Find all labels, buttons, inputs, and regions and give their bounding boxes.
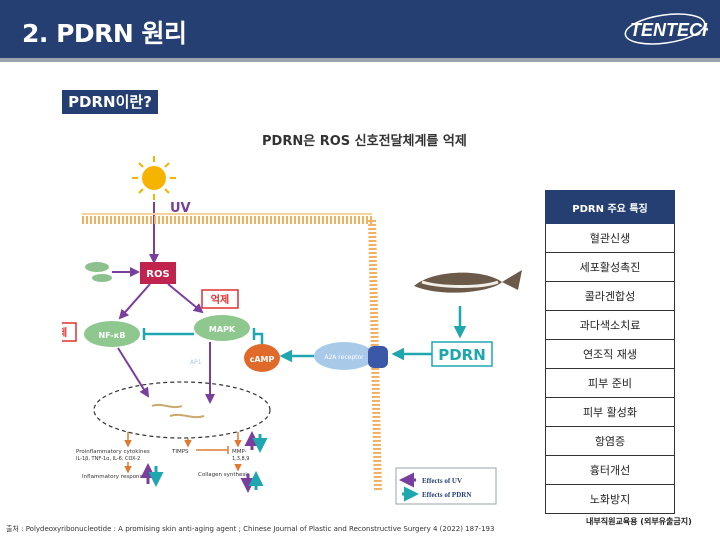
source-footnote: 출처 : Polydeoxyribonucleotide : A promisi… xyxy=(6,525,495,533)
pdrn-label: PDRN xyxy=(438,346,486,364)
logo-text: TENTECH xyxy=(630,20,708,40)
feature-table: PDRN 주요 특징 혈관신생 세포활성촉진 콜라겐합성 과다색소치료 연조직 … xyxy=(545,190,675,514)
mapk-label: MAPK xyxy=(209,325,236,334)
feature-item: 콜라겐합성 xyxy=(545,281,675,311)
feature-item: 흉터개선 xyxy=(545,455,675,485)
receptor-icon xyxy=(368,346,388,368)
inhibit-label-2: 억제 xyxy=(211,293,229,306)
pdrn-node xyxy=(431,341,493,367)
feature-item: 항염증 xyxy=(545,426,675,456)
nfkb-node xyxy=(84,321,140,347)
sun-icon xyxy=(132,156,176,200)
tentech-logo: TENTECH xyxy=(624,13,708,45)
legend-uv: Effects of UV xyxy=(422,477,462,485)
legend-pdrn: Effects of PDRN xyxy=(422,491,471,499)
inhibit-badge-mapk xyxy=(201,289,239,309)
header-strip xyxy=(0,58,720,62)
inhibit-label-1: 억제 xyxy=(62,326,67,339)
page-title: 2. PDRN 원리 xyxy=(22,19,187,48)
ros-node xyxy=(140,262,176,284)
feature-item: 피부 준비 xyxy=(545,368,675,398)
ap1-label: AP1 xyxy=(190,359,202,366)
timps-label: TIMPS xyxy=(171,449,189,455)
subtitle: PDRN은 ROS 신호전달체계를 억제 xyxy=(262,134,467,149)
feature-item: 과다색소치료 xyxy=(545,310,675,340)
mmp-label: MMP- xyxy=(232,449,247,455)
header-bar: 2. PDRN 원리 TENTECH xyxy=(0,0,720,58)
receptor-label: A2A receptor xyxy=(324,354,364,361)
collagen-label: Collagen synthesis xyxy=(198,472,250,478)
a2a-receptor-node xyxy=(314,342,374,370)
feature-item: 세포활성촉진 xyxy=(545,252,675,282)
feature-item: 혈관신생 xyxy=(545,223,675,253)
internal-use-notice: 내부직원교육용 (외부유출금지) xyxy=(586,517,692,526)
section-label: PDRN이란? xyxy=(62,90,158,114)
pdrn-mechanism-diagram: UV ROS NF-κB 억제 억제 MAPK cAMP A2A recepto… xyxy=(62,156,522,505)
proinflam-label: Proinflammatory cytokines xyxy=(76,449,150,455)
feature-table-header: PDRN 주요 특징 xyxy=(545,190,675,224)
feature-item: 노화방지 xyxy=(545,484,675,514)
inhibit-badge-nfkb xyxy=(62,322,77,342)
mitochondria-icon xyxy=(85,262,112,282)
mapk-node xyxy=(194,315,250,341)
inflam-response-label: Inflammatory response xyxy=(82,474,146,480)
cell-membrane xyxy=(82,213,382,491)
mmp-nums: 1,3,8,9 xyxy=(232,456,250,462)
ros-label: ROS xyxy=(146,269,169,280)
camp-label: cAMP xyxy=(250,355,275,364)
nfkb-label: NF-κB xyxy=(98,331,125,340)
fish-icon xyxy=(414,270,522,293)
camp-node xyxy=(244,344,280,372)
feature-item: 연조직 재생 xyxy=(545,339,675,369)
feature-item: 피부 활성화 xyxy=(545,397,675,427)
cytokine-list: IL-1β, TNF-1α, IL-6, COX-2 xyxy=(76,456,140,462)
uv-label: UV xyxy=(170,201,191,216)
nucleus xyxy=(93,381,271,439)
